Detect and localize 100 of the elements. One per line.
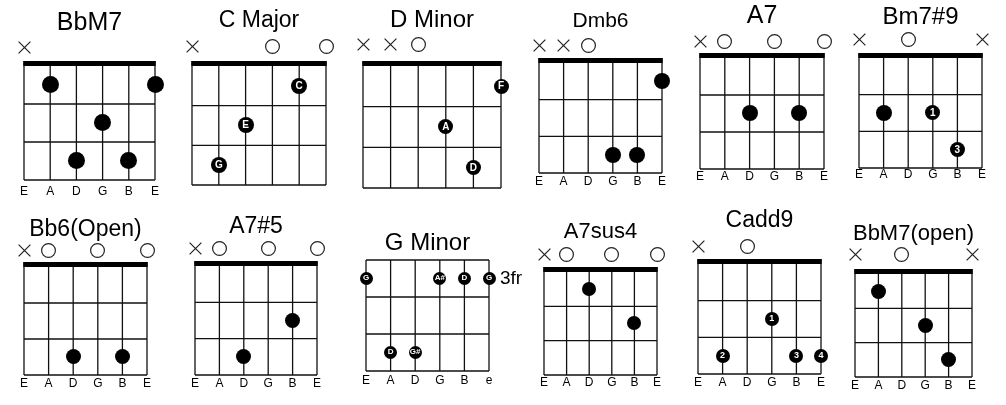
string-label: E [855, 168, 863, 182]
finger-dot [917, 318, 933, 333]
finger-dot [285, 313, 301, 328]
finger-dot: G [210, 157, 227, 174]
string-label: E [978, 168, 986, 182]
finger-dot [875, 105, 892, 121]
finger-dot: E [237, 117, 254, 134]
finger-dot: 3 [949, 142, 965, 158]
string-label: E [968, 379, 976, 393]
string-label: E [851, 379, 859, 393]
string-label: D [897, 379, 907, 393]
string-label: A [215, 377, 224, 391]
finger-dot: 1 [764, 312, 779, 326]
finger-dot [791, 105, 808, 122]
chord-name: G Minor [384, 228, 471, 256]
string-label: G [97, 185, 108, 199]
string-label: B [953, 168, 962, 182]
finger-dot [67, 152, 85, 170]
finger-dot [65, 349, 81, 365]
finger-dot [654, 73, 670, 90]
finger-dot: 2 [715, 348, 730, 363]
fret-number: 3fr [500, 267, 523, 290]
finger-dot: D [465, 160, 481, 176]
string-label: E [20, 185, 28, 199]
string-label: E [658, 175, 666, 189]
string-label: E [696, 170, 704, 184]
finger-dot: C [291, 77, 308, 94]
string-label: G [928, 168, 938, 182]
chord-name: Bm7#9 [882, 2, 959, 30]
finger-dot [741, 105, 758, 122]
string-label: E [362, 374, 370, 388]
string-label: G [769, 170, 780, 184]
string-label: E [143, 377, 151, 391]
string-label: B [633, 175, 642, 189]
chord-name: Dmb6 [572, 7, 629, 33]
chord-name: D Minor [390, 5, 474, 33]
string-label: G [608, 175, 618, 189]
string-label: B [124, 185, 133, 199]
string-label: E [191, 377, 199, 391]
string-label: B [630, 376, 639, 390]
string-label: A [720, 170, 729, 184]
string-label: G [435, 374, 445, 388]
string-label: e [485, 374, 493, 388]
string-label: D [584, 376, 594, 390]
string-label: D [742, 376, 752, 390]
chord-name: BbM7 [56, 7, 123, 37]
string-label: G [93, 377, 103, 391]
string-label: E [694, 376, 702, 390]
string-label: B [792, 376, 801, 390]
finger-dot [941, 352, 957, 368]
string-label: A [718, 376, 727, 390]
finger-dot: 4 [814, 348, 828, 363]
string-label: B [795, 170, 804, 184]
finger-dot: 3 [789, 348, 804, 363]
string-label: E [151, 185, 159, 199]
string-label: D [583, 175, 593, 189]
string-label: G [607, 376, 617, 390]
finger-dot [41, 76, 59, 94]
chord-name: A7 [746, 0, 778, 30]
chord-name: BbM7(open) [852, 220, 975, 246]
finger-dot [114, 349, 130, 365]
string-label: B [944, 379, 953, 393]
string-label: E [817, 376, 825, 390]
finger-dot: G [482, 272, 496, 285]
finger-dot [627, 316, 642, 331]
string-label: D [903, 168, 913, 182]
chord-name: Cadd9 [725, 206, 794, 233]
finger-dot [120, 152, 138, 170]
finger-dot: G# [408, 346, 422, 359]
finger-dot: G [359, 272, 373, 285]
finger-dot: D [384, 346, 398, 359]
string-label: G [767, 376, 777, 390]
string-label: A [44, 377, 53, 391]
chord-name: A7#5 [229, 212, 283, 239]
string-label: G [263, 377, 273, 391]
finger-dot [629, 146, 646, 163]
finger-dot: A# [433, 272, 447, 285]
chord-name: Bb6(Open) [29, 215, 142, 242]
finger-dot [146, 76, 164, 94]
chord-name: C Major [218, 6, 300, 33]
finger-dot: D [457, 272, 471, 285]
string-label: G [920, 379, 930, 393]
finger-dot [604, 146, 621, 163]
string-label: E [313, 377, 321, 391]
string-label: A [879, 168, 888, 182]
string-label: D [745, 170, 754, 184]
string-label: A [874, 379, 883, 393]
string-label: D [239, 377, 249, 391]
finger-dot: A [438, 119, 454, 135]
string-label: B [288, 377, 297, 391]
finger-dot [94, 114, 112, 132]
finger-dot [582, 282, 597, 297]
finger-dot: 1 [925, 105, 941, 121]
string-label: A [562, 376, 571, 390]
string-label: A [559, 175, 568, 189]
finger-dot [870, 283, 886, 299]
string-label: E [20, 377, 28, 391]
string-label: E [820, 170, 828, 184]
string-label: B [118, 377, 127, 391]
string-label: D [410, 374, 420, 388]
